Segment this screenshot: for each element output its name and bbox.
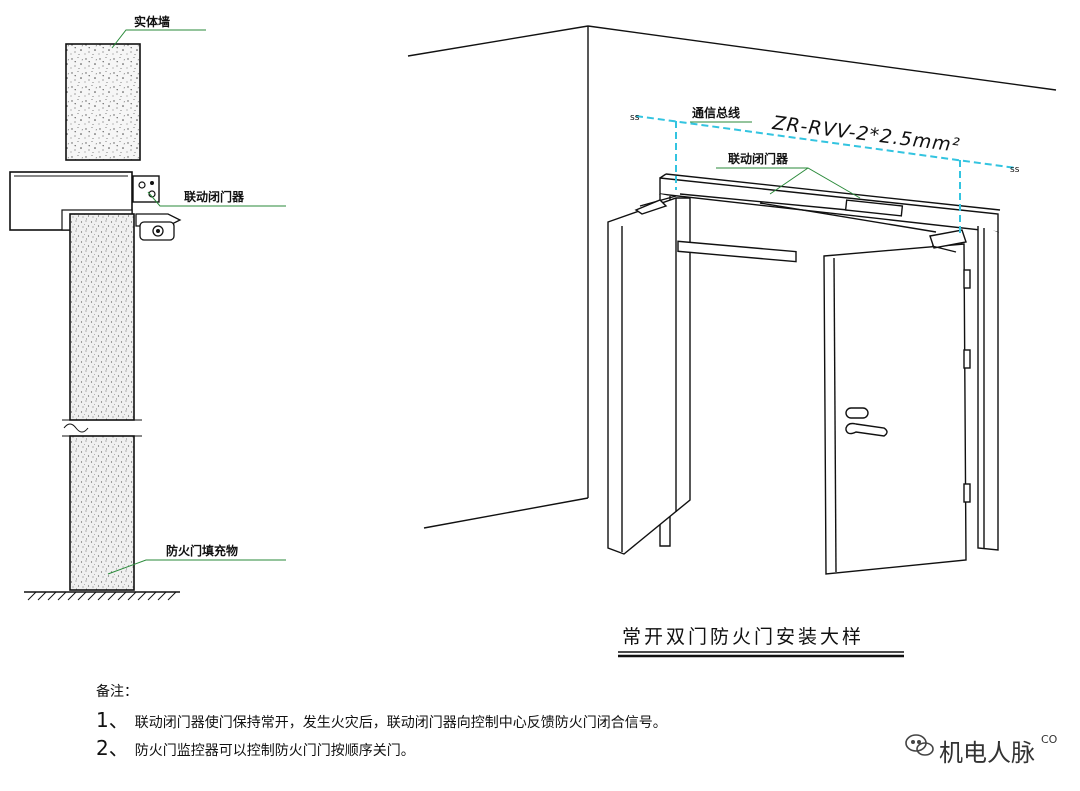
leader-fill-material [107, 559, 286, 575]
note-item-1: 1、联动闭门器使门保持常开，发生火灾后，联动闭门器向控制中心反馈防火门闭合信号。 [96, 704, 667, 733]
comm-bus-cable [635, 115, 1017, 236]
svg-text:ss: ss [630, 113, 640, 123]
door-handle [845, 407, 888, 437]
closer-left [677, 240, 797, 263]
notes-heading: 备注： [96, 684, 138, 700]
door-leaf-section-lower [69, 435, 135, 591]
label-door-closer-top: 联动闭门器 [728, 152, 789, 166]
right-door-leaf [823, 243, 967, 575]
closer-bracket [132, 175, 160, 203]
watermark-tail: CO [1041, 733, 1058, 746]
note-text-2: 防火门监控器可以控制防火门门按顺序关门。 [134, 743, 415, 759]
label-solid-wall: 实体墙 [134, 15, 171, 29]
note-item-2: 2、防火门监控器可以控制防火门门按顺序关门。 [96, 732, 415, 761]
wechat-icon [905, 734, 934, 756]
watermark-text: 机电人脉 [939, 739, 1035, 767]
note-number-2: 2、 [96, 736, 129, 760]
solid-wall-block [65, 43, 141, 161]
wall-section-detail [9, 29, 286, 601]
drawing-title: 常开双门防火门安装大样 [622, 626, 865, 648]
door-leaf-section-upper [69, 213, 135, 421]
leader-door-closer [147, 191, 286, 207]
note-text-1: 联动闭门器使门保持常开，发生火灾后，联动闭门器向控制中心反馈防火门闭合信号。 [134, 715, 667, 731]
svg-text:ss: ss [1010, 165, 1020, 175]
label-comm-bus: 通信总线 [692, 106, 741, 120]
leader-solid-wall [111, 29, 206, 49]
door-perspective [407, 25, 1057, 575]
watermark: 机电人脉 CO [905, 733, 1057, 768]
note-number-1: 1、 [96, 708, 129, 732]
label-fill-material: 防火门填充物 [166, 544, 239, 558]
label-door-closer-side: 联动闭门器 [184, 190, 245, 204]
